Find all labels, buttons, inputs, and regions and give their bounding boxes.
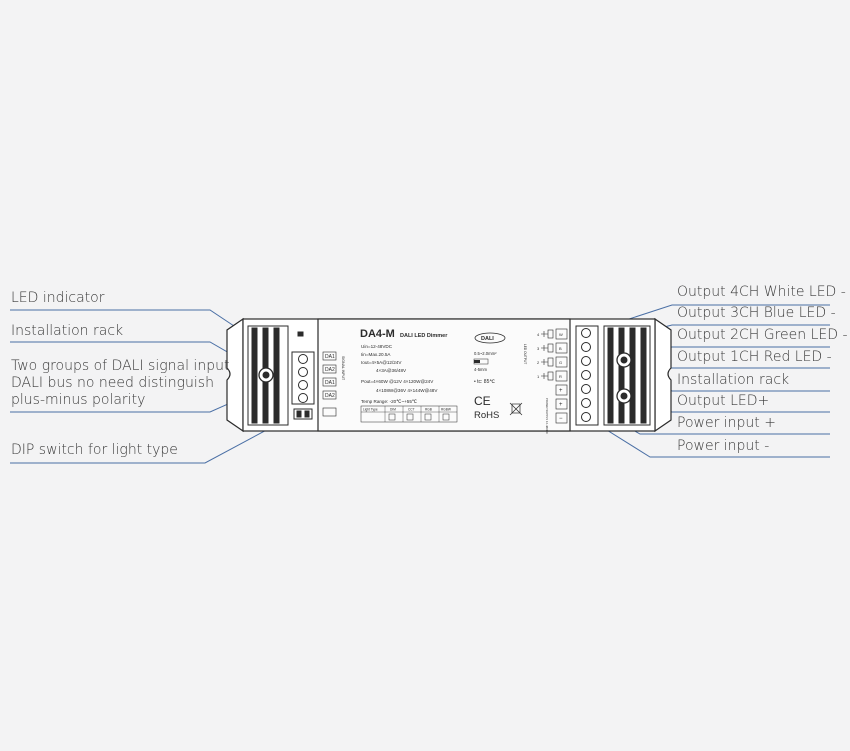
callout-output-1ch: Output 1CH Red LED - xyxy=(677,349,832,365)
light-type-header: Light Type xyxy=(363,408,378,412)
dali-logo xyxy=(474,332,506,344)
power-terminal-screw xyxy=(581,412,591,422)
model-subtitle: DALI LED Dimmer xyxy=(400,333,448,339)
output-plus-sign: + xyxy=(559,388,563,394)
callout-dip-switch: DIP switch for light type xyxy=(11,442,178,458)
output-channel: 1 xyxy=(537,374,540,379)
callout-installation-rack-right: Installation rack xyxy=(677,372,790,388)
dali-terminal-label: DA2 xyxy=(325,367,335,373)
callout-output-4ch: Output 4CH White LED - xyxy=(677,284,846,300)
ce-mark: CE xyxy=(474,394,491,408)
output-labels: LED OUTPUT 4 3 2 1 W B G R + POWER SUPPL… xyxy=(523,328,568,434)
output-color: B xyxy=(559,346,562,351)
spec-iin: Iin=Max.20.5A xyxy=(361,352,391,357)
spec-pout1: Pout=4×60W @12V 4×120W@24V xyxy=(361,379,434,384)
power-plus-sign: + xyxy=(559,402,563,408)
dip-switch xyxy=(293,408,313,420)
dali-terminal-label: DA1 xyxy=(325,380,335,386)
callout-dali-input-line3: plus-minus polarity xyxy=(11,392,146,408)
output-channel: 3 xyxy=(537,346,540,351)
light-type-header: CCT xyxy=(408,408,415,412)
callout-power-input-minus: Power input - xyxy=(677,438,770,454)
led-output-label: LED OUTPUT xyxy=(523,344,527,364)
leader-led-indicator xyxy=(10,309,241,331)
strip-length: 4-5mm xyxy=(474,367,488,372)
callout-power-input-plus: Power input + xyxy=(677,415,776,431)
output-channel: 4 xyxy=(537,332,540,337)
output-terminal-screw xyxy=(581,328,591,338)
dali-logo-text: DALI xyxy=(481,336,494,342)
device-label: DA4-M DALI LED Dimmer Uin=12-48VDC Iin=M… xyxy=(360,328,523,423)
callout-dali-input-line1: Two groups of DALI signal input xyxy=(11,358,230,374)
dali-terminal-screw xyxy=(298,367,308,377)
rohs-mark: RoHS xyxy=(474,410,499,421)
spec-pout2: 4×108W@36V 4×144W@48V xyxy=(376,388,438,393)
right-terminal-block xyxy=(575,325,651,426)
spec-iout2: 4×3A@36/48V xyxy=(376,368,407,373)
dali-terminal-screw xyxy=(298,354,308,364)
weee-bin-icon xyxy=(509,402,523,416)
output-channel: 2 xyxy=(537,360,540,365)
dali-terminal-screw xyxy=(298,380,308,390)
spec-uin: Uin=12-48VDC xyxy=(361,344,393,349)
callout-installation-rack-left: Installation rack xyxy=(11,323,124,339)
callout-output-led-plus: Output LED+ xyxy=(677,393,770,409)
output-terminal-screw xyxy=(581,356,591,366)
spec-iout1: Iout=4×5A@12/24V xyxy=(361,360,402,365)
power-terminal-screw xyxy=(581,398,591,408)
output-terminal-screw xyxy=(581,342,591,352)
led-indicator xyxy=(297,331,304,337)
temp-range: Temp Range: -20℃~+55℃ xyxy=(361,399,418,404)
dali-terminal-label: DA2 xyxy=(325,393,335,399)
output-color: W xyxy=(559,332,563,337)
light-type-header: RGBW xyxy=(441,408,451,412)
callout-led-indicator: LED indicator xyxy=(11,290,105,306)
output-color: R xyxy=(559,374,562,379)
output-color: G xyxy=(559,360,562,365)
tc-rating: • tc: 85℃ xyxy=(474,379,495,385)
light-type-header: RGB xyxy=(425,408,432,412)
model-name: DA4-M xyxy=(360,328,395,340)
power-minus-sign: − xyxy=(559,416,563,422)
callout-output-2ch: Output 2CH Green LED - xyxy=(677,327,848,343)
dali-terminal-label: DA1 xyxy=(325,354,335,360)
dali-terminal-screw xyxy=(298,393,308,403)
dali-terminal-labels: DA1 DA2 DA1 DA2 SIGNAL INPUT xyxy=(322,351,345,417)
light-type-table xyxy=(360,405,458,423)
left-terminal-block xyxy=(247,325,315,426)
power-supply-label: POWER SUPPLY 12-48VDC xyxy=(545,398,549,434)
wire-range: 0.5~2.0mm² xyxy=(474,351,497,356)
output-terminal-screw xyxy=(581,370,591,380)
light-type-header: DIM xyxy=(390,408,396,412)
output-terminal-screw xyxy=(581,384,591,394)
callout-output-3ch: Output 3CH Blue LED - xyxy=(677,305,836,321)
dali-input-label: SIGNAL INPUT xyxy=(341,356,345,381)
callout-dali-input-line2: DALI bus no need distinguish xyxy=(11,375,214,391)
